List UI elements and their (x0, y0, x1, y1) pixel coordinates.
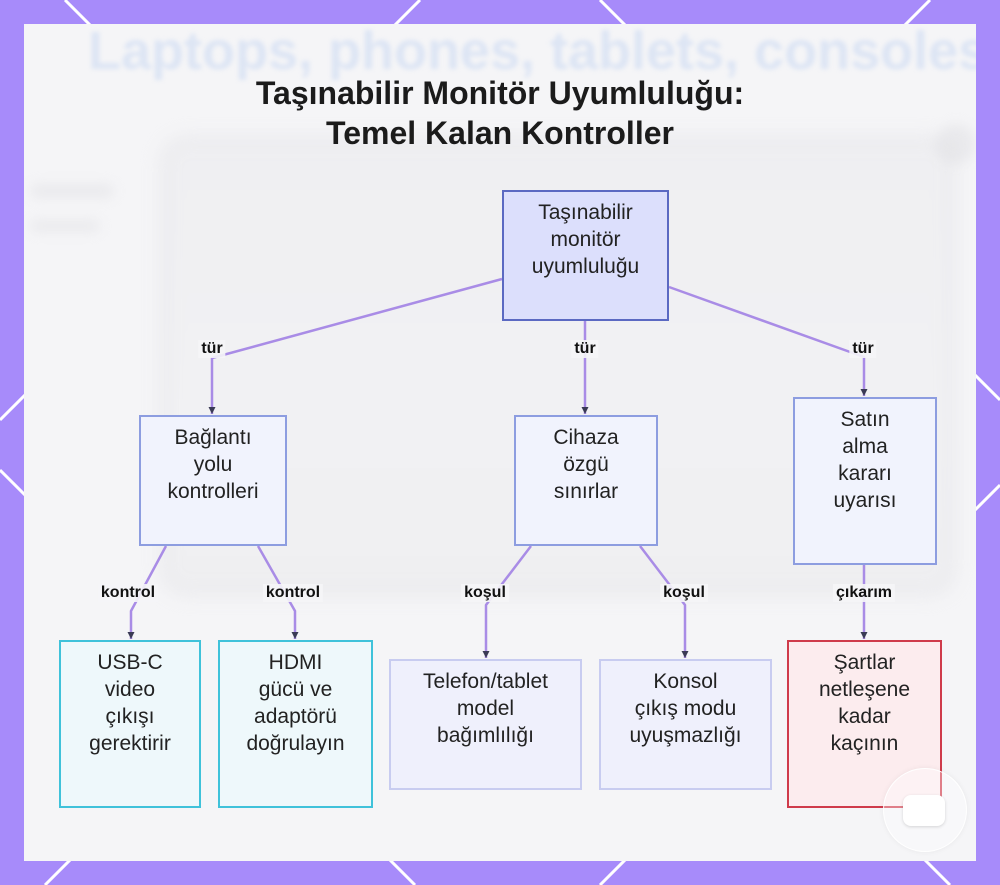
node-text-line: video (104, 678, 156, 701)
floating-chat-button[interactable] (883, 768, 967, 852)
edge-label-connection-checks: tür (198, 340, 226, 358)
chat-bubble-icon (903, 795, 945, 826)
node-text-line: kontrolleri (167, 480, 259, 503)
node-text-line: Satın (840, 408, 890, 431)
node-text-line: Konsol (653, 670, 718, 693)
edge-label-device-limits: tür (571, 340, 599, 358)
edge-label-hdmi: kontrol (262, 584, 324, 602)
diagram-title: Taşınabilir Monitör Uyumluluğu: Temel Ka… (0, 73, 1000, 153)
node-text-line: HDMI (268, 651, 323, 674)
node-connection-path-checks: Bağlantı yolu kontrolleri (139, 415, 287, 546)
node-text-line: uyarısı (833, 489, 897, 512)
node-text-line: monitör (550, 228, 621, 251)
node-text-line: netleşene (818, 678, 911, 701)
blurred-shape (30, 220, 100, 232)
blurred-shape (936, 124, 976, 164)
node-text-line: model (456, 697, 515, 720)
edge-label-usbc: kontrol (97, 584, 159, 602)
node-console-output-mismatch: Konsol çıkış modu uyuşmazlığı (599, 659, 772, 790)
node-text-line: uyumluluğu (531, 255, 640, 278)
diagram-title-line-2: Temel Kalan Kontroller (326, 115, 674, 151)
diagram-title-line-1: Taşınabilir Monitör Uyumluluğu: (255, 75, 745, 111)
edge-label-console: koşul (660, 584, 708, 602)
edge-label-phone-tablet: koşul (461, 584, 509, 602)
node-text-line: Cihaza (553, 426, 619, 449)
node-text-line: Şartlar (833, 651, 896, 674)
node-text-line: çıkış modu (634, 697, 737, 720)
node-usbc-video-output: USB-C video çıkışı gerektirir (59, 640, 201, 808)
node-text-line: doğrulayın (246, 732, 345, 755)
node-text-line: adaptörü (254, 705, 337, 728)
node-text-line: Taşınabilir (538, 201, 633, 224)
node-purchase-decision-warning: Satın alma kararı uyarısı (793, 397, 937, 565)
edge-label-purchase-warning: tür (849, 340, 877, 358)
node-hdmi-power-adapter: HDMI gücü ve adaptörü doğrulayın (218, 640, 373, 808)
node-text-line: uyuşmazlığı (629, 724, 742, 747)
node-text-line: kaçının (830, 732, 899, 755)
node-text-line: gerektirir (89, 732, 171, 755)
node-text-line: kararı (838, 462, 892, 485)
node-phone-tablet-model-dependency: Telefon/tablet model bağımlılığı (389, 659, 582, 790)
node-text-line: kadar (838, 705, 891, 728)
node-device-specific-limits: Cihaza özgü sınırlar (514, 415, 658, 546)
edge-label-avoid: çıkarım (832, 584, 896, 602)
node-text-line: Telefon/tablet (423, 670, 548, 693)
node-portable-monitor-compatibility: Taşınabilir monitör uyumluluğu (502, 190, 669, 321)
node-text-line: USB-C (97, 651, 163, 674)
node-text-line: özgü (563, 453, 609, 476)
node-text-line: gücü ve (258, 678, 333, 701)
node-text-line: sınırlar (553, 480, 619, 503)
node-text-line: alma (842, 435, 888, 458)
node-text-line: bağımlılığı (437, 724, 534, 747)
node-text-line: yolu (193, 453, 233, 476)
blurred-shape (30, 184, 114, 198)
node-text-line: Bağlantı (174, 426, 252, 449)
blurred-background-text: Laptops, phones, tablets, consoles (88, 24, 976, 81)
node-text-line: çıkışı (105, 705, 155, 728)
